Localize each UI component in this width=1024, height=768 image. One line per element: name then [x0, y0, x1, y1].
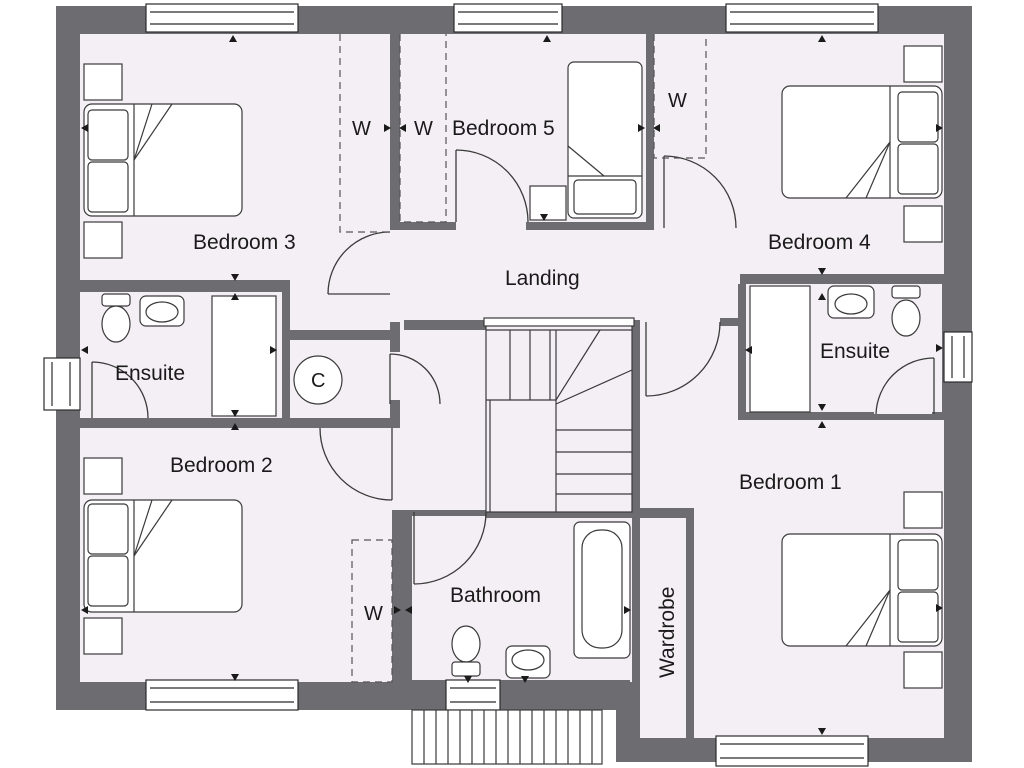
label-w-bedroom-3: W [352, 118, 371, 140]
window-bathroom [445, 679, 501, 711]
window-bedroom-4 [725, 3, 879, 33]
wardrobe-floor [640, 518, 694, 738]
basin-left [139, 295, 185, 327]
window-bedroom-3 [145, 3, 299, 33]
label-w-bedroom-4: W [668, 90, 687, 112]
bed-bedroom-2 [83, 457, 243, 655]
label-bedroom-5: Bedroom 5 [452, 117, 555, 140]
label-bedroom-1: Bedroom 1 [739, 471, 842, 494]
basin-right [827, 285, 875, 319]
window-bedroom-5 [453, 3, 563, 33]
shower-right [749, 285, 811, 413]
label-wardrobe: Wardrobe [656, 587, 679, 678]
label-ensuite-left: Ensuite [115, 362, 185, 385]
sanitary-fixtures [101, 285, 921, 679]
label-cupboard: C [311, 370, 325, 392]
label-bedroom-4: Bedroom 4 [768, 231, 871, 254]
label-bedroom-3: Bedroom 3 [193, 231, 296, 254]
label-w-bedroom-5: W [414, 118, 433, 140]
bed-bedroom-1 [781, 491, 943, 689]
basin-bathroom [505, 645, 551, 679]
window-bedroom-2 [145, 679, 299, 711]
wardrobe-outlines [339, 34, 707, 683]
toilet-bathroom [451, 625, 481, 677]
label-bedroom-2: Bedroom 2 [170, 454, 273, 477]
interior-walls [80, 34, 944, 738]
label-ensuite-right: Ensuite [820, 340, 890, 363]
shower-left [211, 295, 277, 417]
window-ensuite-right [943, 331, 973, 383]
bed-bedroom-4 [781, 45, 943, 243]
window-ensuite-left [43, 357, 81, 411]
bed-bedroom-5 [529, 61, 643, 221]
toilet-left [101, 293, 131, 343]
balcony-steps [411, 709, 603, 765]
bedroom-1-top-floor [740, 420, 944, 440]
windows [43, 3, 973, 767]
stairs [483, 317, 635, 513]
label-bathroom: Bathroom [450, 584, 541, 607]
cylinder-cupboard [293, 355, 343, 405]
bed-bedroom-3 [83, 63, 243, 259]
toilet-right [891, 285, 921, 337]
window-bedroom-1 [715, 735, 869, 767]
doors [91, 149, 935, 585]
markers [81, 35, 943, 735]
landing-left-floor [288, 230, 404, 330]
label-landing: Landing [505, 267, 580, 290]
label-w-bedroom-2: W [364, 603, 383, 625]
labels: Bedroom 3 Bedroom 5 Bedroom 4 Landing En… [115, 90, 890, 678]
beds [83, 45, 943, 689]
bath [573, 521, 631, 659]
